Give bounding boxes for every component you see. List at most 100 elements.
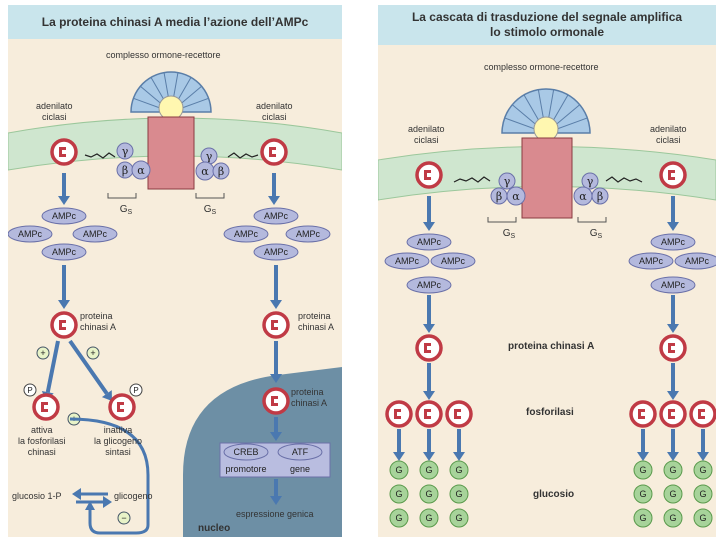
ampc-l1-text: AMPc <box>52 211 77 221</box>
glucose-l21 <box>449 484 469 504</box>
r-ampc-3r <box>674 252 716 270</box>
alpha-right-text: α <box>201 165 209 178</box>
glucose-text-l10: G <box>425 465 432 475</box>
glucose-text-r10: G <box>669 465 676 475</box>
glucose-l10 <box>419 460 439 480</box>
beta-r-right-text: β <box>597 190 603 203</box>
right-pka-label: proteina chinasi A <box>298 311 335 332</box>
inactive-synthase-label: inattiva la glicogeno sintasi <box>94 425 143 457</box>
signal-line-right <box>227 152 259 159</box>
arrow-l2-head <box>58 300 70 309</box>
glucose-text-r12: G <box>669 513 676 523</box>
r-ampc-4l <box>406 276 452 294</box>
ampc-l2 <box>8 225 53 243</box>
glucose-r02 <box>633 508 653 528</box>
arrow-r4-head <box>270 432 282 441</box>
arrow-r1-head <box>268 196 280 205</box>
r-ampc-2l <box>384 252 430 270</box>
gamma-right-text: γ <box>206 150 213 163</box>
glucose-text-r21: G <box>699 489 706 499</box>
loop-head <box>85 501 95 510</box>
glucose-text-r00: G <box>639 465 646 475</box>
r-phosphorylase-l2-notch <box>454 409 461 419</box>
ampc-r1 <box>253 207 299 225</box>
ampc-l1 <box>41 207 87 225</box>
glucose-l00 <box>389 460 409 480</box>
r-ampc-1r <box>650 233 696 251</box>
atf-text: ATF <box>292 447 309 457</box>
signal-line-left <box>84 152 116 159</box>
r-arrow-4l0-head <box>393 452 405 461</box>
r-adenylate-right <box>659 161 687 189</box>
ampc-l3 <box>72 225 118 243</box>
r-arrow-4r1-head <box>667 452 679 461</box>
r-ampc-1l <box>406 233 452 251</box>
glucose-text-l02: G <box>395 513 402 523</box>
r-arrow-4l2-head <box>453 452 465 461</box>
promoter-text: promotore <box>225 464 266 474</box>
r-signal-right <box>605 176 643 183</box>
creb <box>223 443 269 461</box>
ampc-r1-text: AMPc <box>264 211 289 221</box>
r-pka-l <box>415 334 443 362</box>
pka-enzyme-right-notch <box>271 320 278 330</box>
glucose-r11 <box>663 484 683 504</box>
nucleus-label: nucleo <box>198 523 231 534</box>
r-arrow-3l-head <box>423 391 435 400</box>
beta-right <box>212 162 230 180</box>
gamma-r-left <box>498 172 516 190</box>
glucose-label: glucosio <box>533 489 575 500</box>
r-phosphorylase-r0 <box>629 400 657 428</box>
r-ampc-3l <box>430 252 476 270</box>
r-ampc-3l-text: AMPc <box>441 256 466 266</box>
sign-text-3: − <box>121 513 126 523</box>
r-signal-left <box>453 176 491 183</box>
r-phosphorylase-r1-notch <box>668 409 675 419</box>
sign-badge-1 <box>86 346 100 360</box>
right-panel: La cascata di trasduzione del segnale am… <box>378 5 716 537</box>
alpha-r-left <box>506 186 526 206</box>
ampc-l4 <box>41 243 87 261</box>
glucose-text-l00: G <box>395 465 402 475</box>
glucose-l12 <box>419 508 439 528</box>
r-arrow-1l-head <box>423 222 435 231</box>
phosphorylase-label: fosforilasi <box>526 407 574 418</box>
r-ampc-1r-text: AMPc <box>661 237 686 247</box>
nucleus-pka-label: proteina chinasi A <box>291 387 328 408</box>
glucose-text-l22: G <box>455 513 462 523</box>
synthase-enzyme <box>108 393 136 421</box>
ampc-r2 <box>223 225 269 243</box>
gs-label-left: GS <box>120 204 133 216</box>
glucose-l22 <box>449 508 469 528</box>
sign-badge-3 <box>117 511 131 525</box>
glucose-text-l11: G <box>425 489 432 499</box>
glycogen-label: glicogeno <box>114 491 153 501</box>
adenylate-enzyme-left-notch <box>59 147 66 157</box>
arrow-r3-head <box>270 374 282 383</box>
arrow-r2-head <box>270 300 282 309</box>
r-ampc-2r <box>628 252 674 270</box>
r-phosphorylase-r2 <box>689 400 716 428</box>
left-complex-label: complesso ormone-recettore <box>106 50 221 60</box>
phosphate-text-1: P <box>133 386 138 395</box>
r-arrow-2r-head <box>667 324 679 333</box>
r-ampc-3r-text: AMPc <box>685 256 710 266</box>
glucose-text-r02: G <box>639 513 646 523</box>
r-arrow-1r-head <box>667 222 679 231</box>
r-arrow-4r2-head <box>697 452 709 461</box>
sign-text-1: + <box>90 348 95 358</box>
r-ampc-2l-text: AMPc <box>395 256 420 266</box>
glucose-r01 <box>633 484 653 504</box>
glucose-l01 <box>389 484 409 504</box>
alpha-left-text: α <box>137 164 145 177</box>
hormone <box>158 95 184 121</box>
gs-bracket-right <box>195 193 225 199</box>
r-ampc-4r <box>650 276 696 294</box>
r-phosphorylase-l2 <box>445 400 473 428</box>
glucose-text-l01: G <box>395 489 402 499</box>
glucose-r00 <box>633 460 653 480</box>
glucose-text-l21: G <box>455 489 462 499</box>
gs-label-r-left: GS <box>503 228 516 240</box>
arrow-r5-head <box>270 496 282 505</box>
